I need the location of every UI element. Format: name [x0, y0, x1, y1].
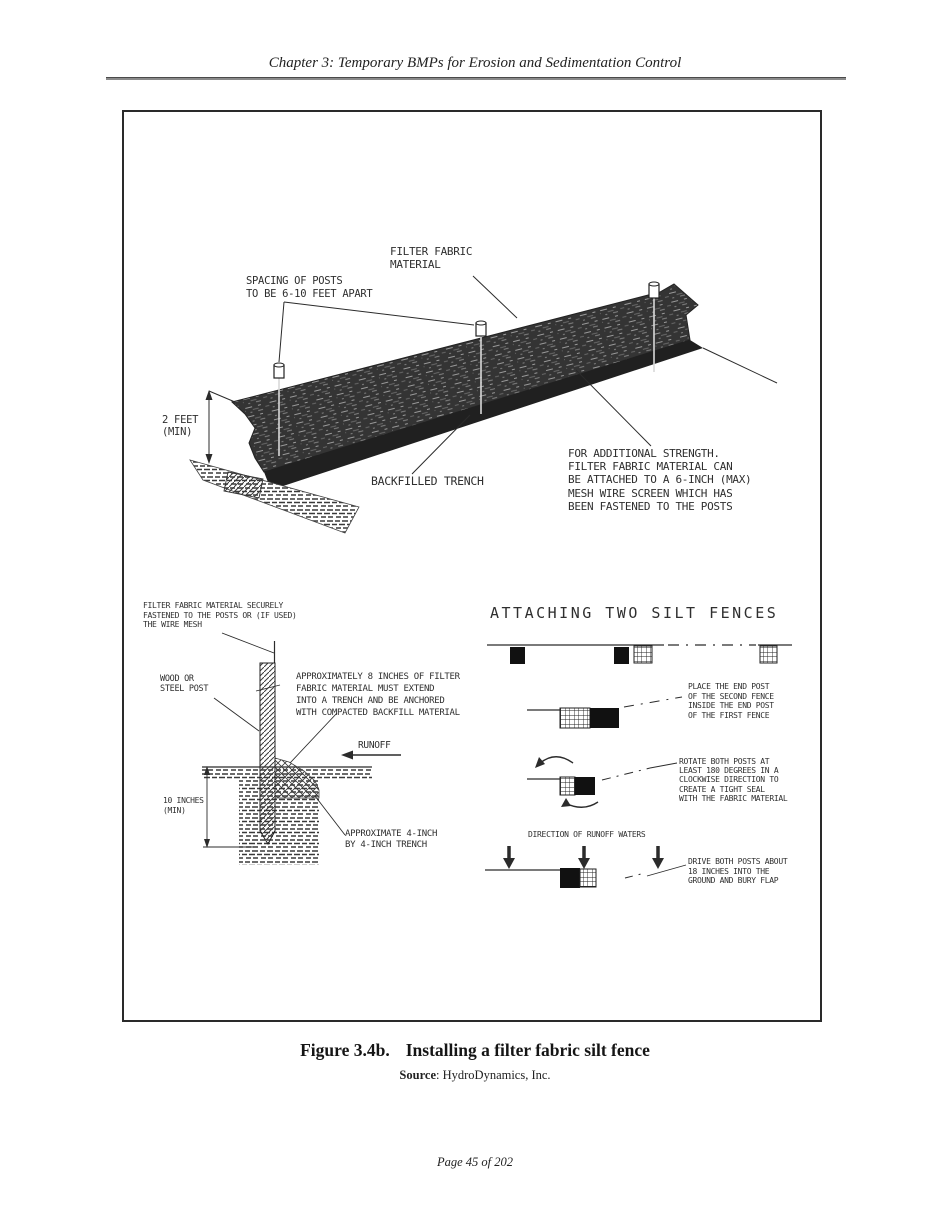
- label-wood-or-steel-post: WOOD OR STEEL POST: [160, 674, 209, 694]
- post-tick: [255, 684, 281, 692]
- fence-isometric-view: [189, 275, 778, 534]
- page-number: Page 45 of 202: [436, 1155, 514, 1169]
- label-two-feet-min: 2 FEET (MIN): [162, 414, 199, 438]
- post-section: [259, 662, 276, 846]
- label-four-inch-trench: APPROXIMATE 4-INCH BY 4-INCH TRENCH: [345, 829, 438, 850]
- label-runoff-direction: DIRECTION OF RUNOFF WATERS: [528, 830, 646, 839]
- securely-leader: [221, 632, 275, 654]
- buried-trench-hatch: [223, 471, 264, 499]
- header-rule: [106, 77, 846, 80]
- fence-posts: [273, 281, 660, 456]
- label-runoff: RUNOFF: [358, 740, 391, 751]
- right-leader-line: [702, 347, 778, 384]
- figure-source: Source: HydroDynamics, Inc.: [0, 1068, 950, 1083]
- step3-row: [485, 846, 687, 888]
- figure-box: FILTER FABRIC MATERIAL SPACING OF POSTS …: [122, 110, 822, 1022]
- page-header: Chapter 3: Temporary BMPs for Erosion an…: [268, 55, 682, 71]
- source-value: : HydroDynamics, Inc.: [436, 1068, 551, 1082]
- runoff-arrow-icon: [341, 750, 401, 760]
- trench-leader: [314, 795, 346, 836]
- down-arrow-icon: [652, 846, 664, 869]
- figure-caption-label: Figure 3.4b.: [300, 1040, 390, 1060]
- figure-caption-title: Installing a filter fabric silt fence: [405, 1040, 650, 1060]
- fabric-bottom-flap: [264, 340, 703, 490]
- two-feet-dimension: [205, 390, 236, 464]
- rotation-arrow-icon: [535, 756, 599, 808]
- plan-overview-row: [487, 644, 792, 664]
- label-fabric-extend-note: APPROXIMATELY 8 INCHES OF FILTER FABRIC …: [296, 672, 460, 718]
- attach-fences-heading: ATTACHING TWO SILT FENCES: [490, 604, 779, 622]
- label-step1-place-end-post: PLACE THE END POST OF THE SECOND FENCE I…: [688, 682, 774, 720]
- extend-leader: [289, 712, 338, 764]
- ten-inch-dimension: [203, 766, 254, 848]
- step1-row: [527, 696, 683, 729]
- source-label: Source: [399, 1068, 436, 1082]
- fabric-band: [230, 283, 699, 473]
- down-arrow-icon: [503, 846, 515, 869]
- label-filter-fabric-material: FILTER FABRIC MATERIAL: [390, 245, 473, 271]
- label-fabric-securely-fastened: FILTER FABRIC MATERIAL SECURELY FASTENED…: [143, 601, 297, 630]
- label-additional-strength-note: FOR ADDITIONAL STRENGTH. FILTER FABRIC M…: [568, 447, 752, 513]
- label-step3-drive-posts: DRIVE BOTH POSTS ABOUT 18 INCHES INTO TH…: [688, 857, 788, 886]
- down-arrow-icon: [578, 846, 590, 869]
- fence-cross-section: [202, 632, 401, 865]
- wood-post-leader: [213, 697, 260, 732]
- label-post-spacing: SPACING OF POSTS TO BE 6-10 FEET APART: [246, 275, 373, 300]
- leader-lines: [278, 275, 652, 475]
- label-backfilled-trench: BACKFILLED TRENCH: [371, 474, 484, 488]
- label-ten-inches-min: 10 INCHES (MIN): [163, 796, 204, 815]
- attach-two-fences-steps: [485, 644, 792, 888]
- step2-row: [527, 756, 678, 808]
- fabric-flap-crosshatch: [274, 757, 320, 799]
- silt-fence-drawing: [189, 275, 792, 888]
- figure-caption: Figure 3.4b. Installing a filter fabric s…: [0, 1040, 950, 1061]
- label-step2-rotate-posts: ROTATE BOTH POSTS AT LEAST 180 DEGREES I…: [679, 757, 788, 803]
